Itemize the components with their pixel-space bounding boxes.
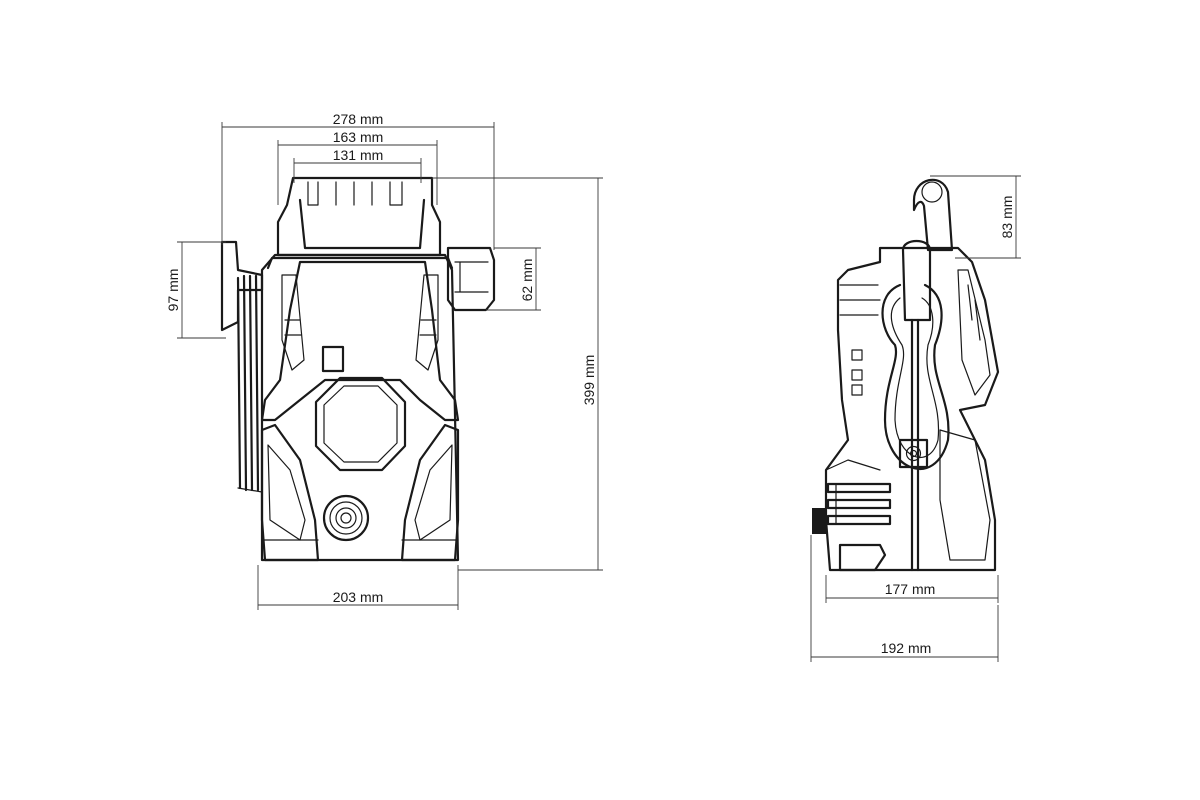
front-main-body [260, 253, 460, 562]
dim-base-width-front: 203 mm [333, 589, 384, 605]
dim-overall-height: 399 mm [581, 355, 597, 406]
dim-top-width: 131 mm [333, 147, 384, 163]
front-hose-reel [220, 240, 264, 332]
side-cord-wrap [881, 283, 950, 471]
dim-depth-overall: 192 mm [881, 640, 932, 656]
dim-side-box-height: 62 mm [519, 259, 535, 302]
side-handle-column [901, 239, 932, 322]
front-outlet-fitting [322, 494, 370, 542]
dim-hose-reel-height: 97 mm [165, 269, 181, 312]
dim-inner-width: 163 mm [333, 129, 384, 145]
front-indicator-square [321, 345, 345, 373]
dim-overall-width: 278 mm [333, 111, 384, 127]
dim-depth-body: 177 mm [885, 581, 936, 597]
side-view [812, 178, 1000, 572]
side-handle-loop [912, 178, 954, 252]
dimension-lines [177, 122, 1021, 662]
front-octagon-panel [314, 376, 407, 472]
side-switch [898, 438, 929, 469]
front-side-box [446, 246, 496, 312]
front-view [220, 176, 496, 562]
dim-handle-height: 83 mm [999, 196, 1015, 239]
side-outlet-nub [812, 508, 826, 534]
